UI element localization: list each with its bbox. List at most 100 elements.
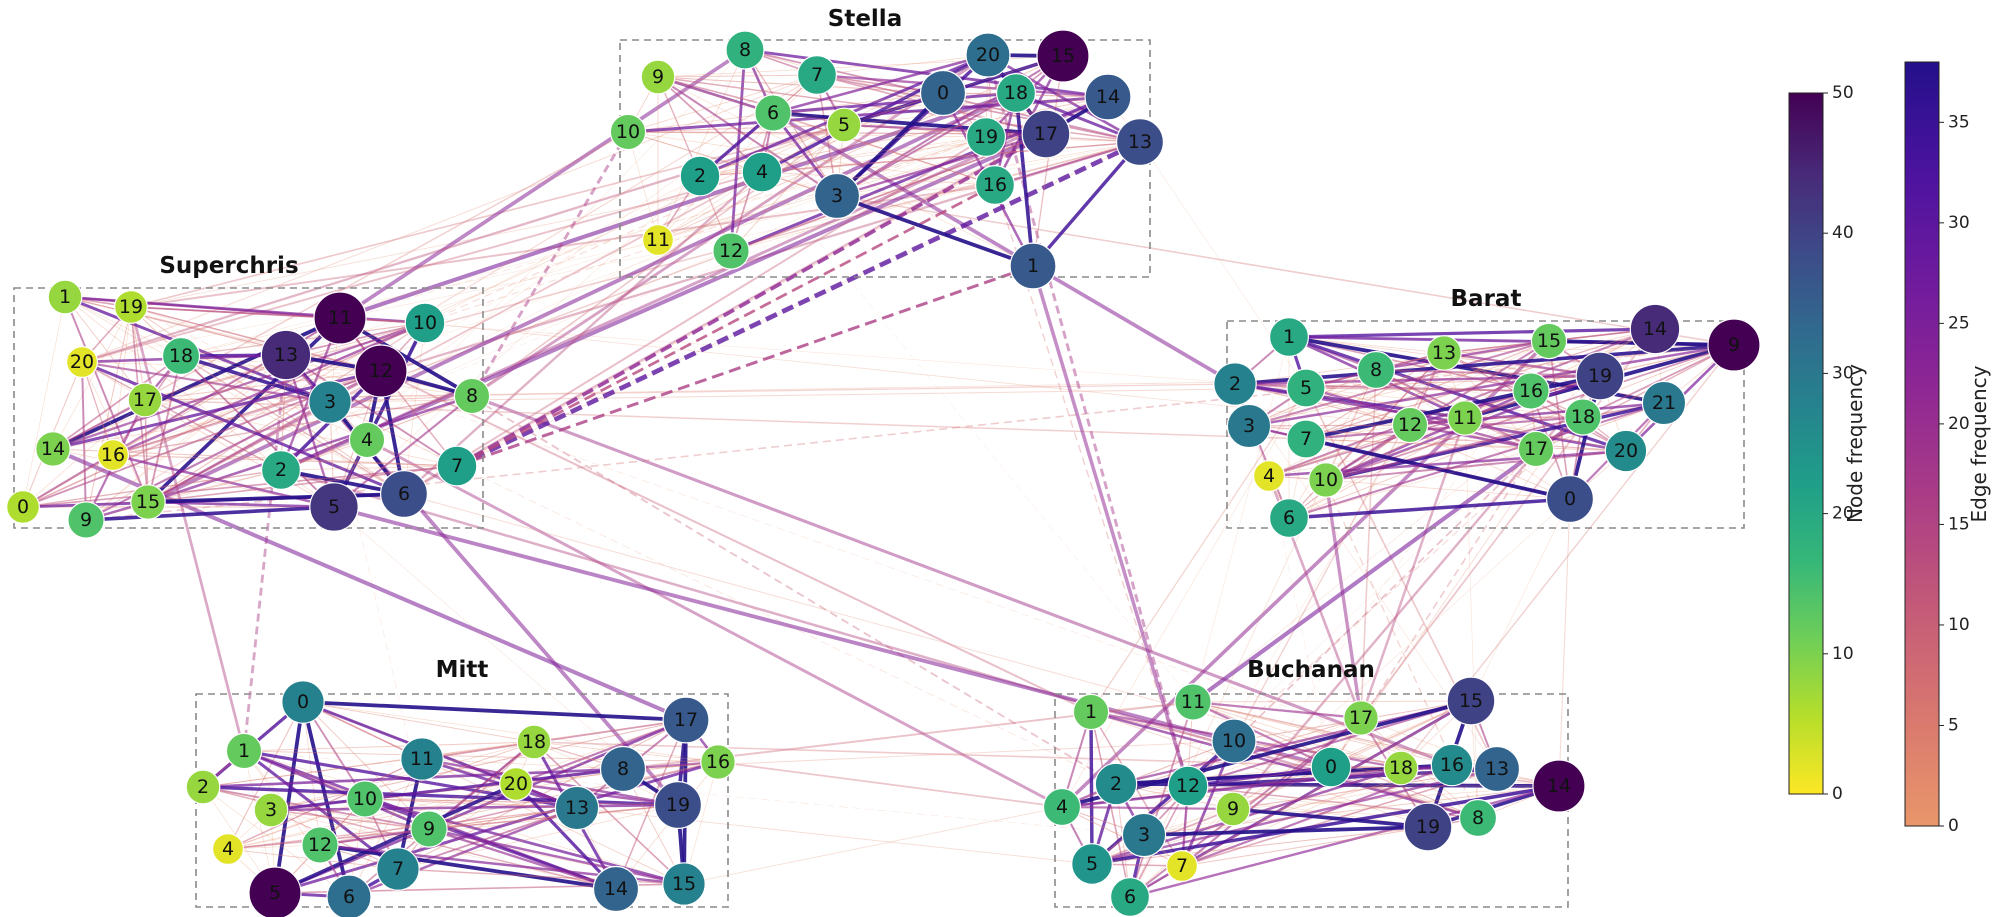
node-circle[interactable] <box>261 450 302 491</box>
node[interactable]: 6 <box>326 874 372 917</box>
node[interactable]: 6 <box>380 470 429 519</box>
node-circle[interactable] <box>410 810 448 848</box>
node-circle[interactable] <box>1446 676 1496 726</box>
node-circle[interactable] <box>813 172 861 220</box>
node[interactable]: 9 <box>640 59 676 95</box>
node[interactable]: 20 <box>1604 429 1648 473</box>
node[interactable]: 12 <box>1167 765 1209 807</box>
node-circle[interactable] <box>1268 498 1309 539</box>
node[interactable]: 14 <box>1629 303 1681 355</box>
node-circle[interactable] <box>995 72 1036 113</box>
node-circle[interactable] <box>1252 460 1285 493</box>
node-circle[interactable] <box>641 224 674 257</box>
node[interactable]: 16 <box>700 744 736 780</box>
node[interactable]: 9 <box>1215 791 1251 827</box>
node-circle[interactable] <box>354 344 408 398</box>
node-circle[interactable] <box>376 847 420 891</box>
node[interactable]: 15 <box>1530 322 1568 360</box>
node-circle[interactable] <box>1268 317 1309 358</box>
node[interactable]: 14 <box>592 865 640 913</box>
node-circle[interactable] <box>308 380 352 424</box>
node-circle[interactable] <box>1545 475 1594 524</box>
node[interactable]: 15 <box>1446 676 1496 726</box>
node[interactable]: 11 <box>400 737 444 781</box>
node[interactable]: 20 <box>965 32 1011 78</box>
node[interactable]: 13 <box>1473 745 1521 793</box>
node[interactable]: 6 <box>754 94 792 132</box>
node-circle[interactable] <box>1308 462 1344 498</box>
node[interactable]: 4 <box>1252 460 1285 493</box>
node[interactable]: 13 <box>260 329 312 381</box>
node[interactable]: 10 <box>609 113 647 151</box>
node[interactable]: 8 <box>599 745 647 793</box>
node-circle[interactable] <box>281 680 325 724</box>
node[interactable]: 12 <box>354 344 408 398</box>
node-circle[interactable] <box>380 470 429 519</box>
node-circle[interactable] <box>1356 350 1396 390</box>
node-circle[interactable] <box>346 780 384 818</box>
node[interactable]: 0 <box>1545 475 1594 524</box>
node-circle[interactable] <box>1430 743 1474 787</box>
node-circle[interactable] <box>313 291 367 345</box>
node[interactable]: 3 <box>253 792 289 828</box>
node-circle[interactable] <box>130 484 166 520</box>
node-circle[interactable] <box>1517 430 1555 468</box>
node[interactable]: 3 <box>1226 403 1272 449</box>
node-circle[interactable] <box>974 165 1015 206</box>
node-circle[interactable] <box>592 865 640 913</box>
node-circle[interactable] <box>741 151 783 193</box>
node[interactable]: 2 <box>1094 762 1138 806</box>
node[interactable]: 19 <box>965 116 1006 157</box>
node-circle[interactable] <box>1213 362 1257 406</box>
node[interactable]: 6 <box>1268 498 1309 539</box>
node[interactable]: 17 <box>1517 430 1555 468</box>
node-circle[interactable] <box>1447 400 1483 436</box>
node-circle[interactable] <box>1383 750 1419 786</box>
node-circle[interactable] <box>253 792 289 828</box>
node[interactable]: 12 <box>301 826 339 864</box>
node-circle[interactable] <box>554 785 600 831</box>
node[interactable]: 10 <box>1211 718 1257 764</box>
node[interactable]: 5 <box>826 107 862 143</box>
node-circle[interactable] <box>6 490 40 524</box>
node-circle[interactable] <box>1403 802 1453 852</box>
node[interactable]: 16 <box>96 439 129 472</box>
node-circle[interactable] <box>1604 429 1648 473</box>
node-circle[interactable] <box>1211 718 1257 764</box>
node-circle[interactable] <box>599 745 647 793</box>
node[interactable]: 5 <box>309 482 359 532</box>
node[interactable]: 2 <box>185 769 221 805</box>
node-circle[interactable] <box>712 232 750 270</box>
node-circle[interactable] <box>1009 242 1057 290</box>
node-circle[interactable] <box>400 737 444 781</box>
node-circle[interactable] <box>965 32 1011 78</box>
node-circle[interactable] <box>1226 403 1272 449</box>
node[interactable]: 19 <box>653 780 702 829</box>
node[interactable]: 13 <box>1426 335 1462 371</box>
node[interactable]: 5 <box>1071 843 1113 885</box>
node-circle[interactable] <box>436 445 478 487</box>
node-circle[interactable] <box>453 377 491 415</box>
node[interactable]: 9 <box>1707 318 1761 372</box>
node[interactable]: 17 <box>127 382 163 418</box>
node-circle[interactable] <box>96 439 129 472</box>
node-circle[interactable] <box>348 421 386 459</box>
node[interactable]: 10 <box>346 780 384 818</box>
node[interactable]: 2 <box>679 155 721 197</box>
node[interactable]: 5 <box>1286 368 1326 408</box>
node-circle[interactable] <box>516 724 552 760</box>
node-circle[interactable] <box>1458 798 1498 838</box>
node-circle[interactable] <box>260 329 312 381</box>
node-circle[interactable] <box>609 113 647 151</box>
node-circle[interactable] <box>1391 406 1429 444</box>
node-circle[interactable] <box>248 866 302 917</box>
node[interactable]: 2 <box>1213 362 1257 406</box>
node-circle[interactable] <box>1071 843 1113 885</box>
node[interactable]: 11 <box>1447 400 1483 436</box>
node[interactable]: 16 <box>974 165 1015 206</box>
node[interactable]: 9 <box>67 501 105 539</box>
node-circle[interactable] <box>754 94 792 132</box>
node[interactable]: 0 <box>281 680 325 724</box>
node-circle[interactable] <box>326 874 372 917</box>
node[interactable]: 18 <box>1383 750 1419 786</box>
